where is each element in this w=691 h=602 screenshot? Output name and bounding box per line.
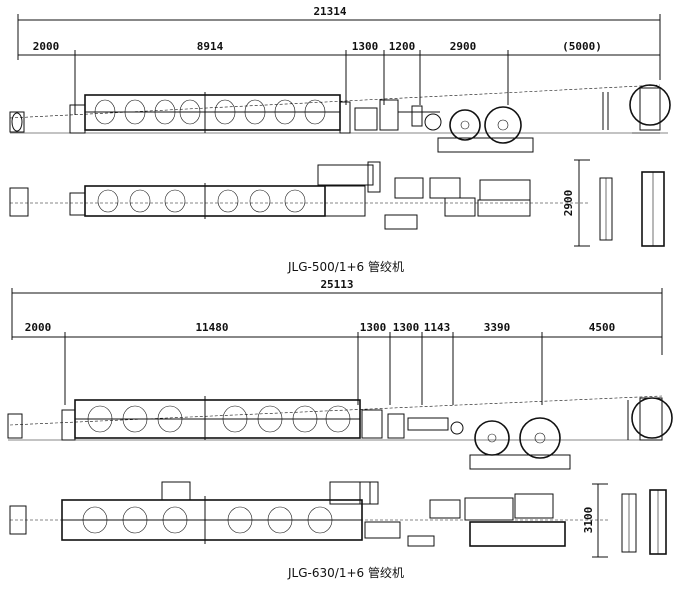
- machine-a-dim-5: 2900: [450, 40, 477, 53]
- machine-a-dim-1: 2000: [33, 40, 60, 53]
- machine-a-dim-2: 8914: [197, 40, 224, 53]
- machine-a-plan: 2900: [9, 159, 665, 247]
- machine-b-elevation: 25113 2000 11480 1300 1300 1143 3390 450…: [7, 278, 673, 470]
- machine-b-plan: 3100: [9, 481, 667, 558]
- machine-b-dim-5: 1143: [424, 321, 451, 334]
- machine-b-dim-2: 11480: [195, 321, 228, 334]
- machine-a-width-dimension: 2900: [562, 190, 575, 217]
- machine-b-dim-4: 1300: [393, 321, 420, 334]
- machine-b-dim-6: 3390: [484, 321, 511, 334]
- machine-b-width-dimension: 3100: [582, 507, 595, 534]
- machine-a-dim-6: (5000): [562, 40, 602, 53]
- machine-a-caption: JLG-500/1+6 管绞机: [287, 259, 404, 274]
- machine-a-dim-4: 1200: [389, 40, 416, 53]
- machine-b-dim-7: 4500: [589, 321, 616, 334]
- machine-a-dim-3: 1300: [352, 40, 379, 53]
- machine-b-dim-3: 1300: [360, 321, 387, 334]
- machine-a-elevation: 21314 2000 8914 1300 1200 2900 (5000): [9, 5, 671, 153]
- machine-a-total-dimension: 21314: [313, 5, 346, 18]
- machine-b-dim-1: 2000: [25, 321, 52, 334]
- machine-b-total-dimension: 25113: [320, 278, 353, 291]
- machine-b-caption: JLG-630/1+6 管绞机: [287, 565, 404, 580]
